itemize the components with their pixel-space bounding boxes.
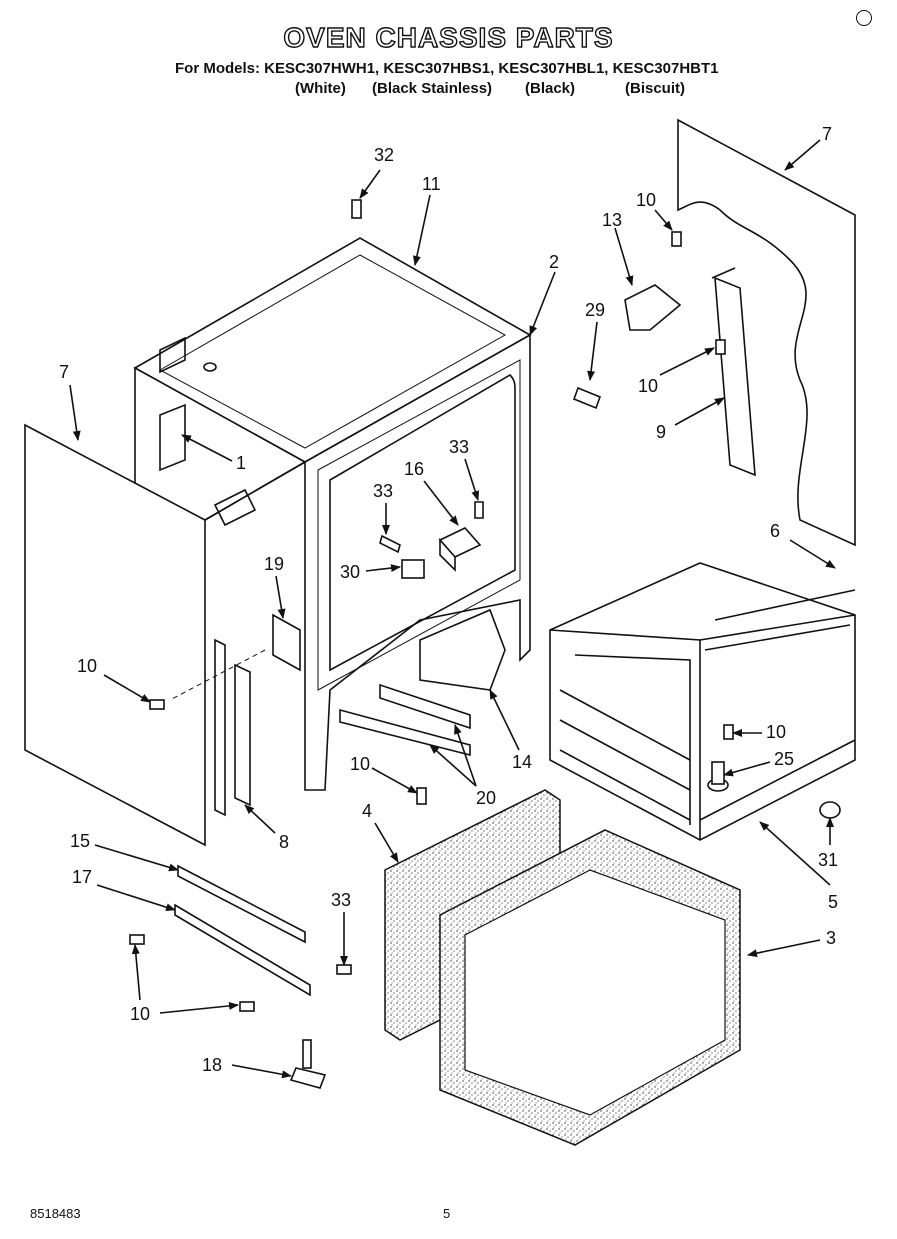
oven-liner-6 xyxy=(549,562,856,841)
screw-10-center xyxy=(416,787,427,805)
callout-7-back: 7 xyxy=(822,124,832,144)
screw-32 xyxy=(351,199,362,219)
callout-16: 16 xyxy=(404,459,424,479)
callout-20: 20 xyxy=(476,788,496,808)
callout-10-c: 10 xyxy=(77,656,97,676)
side-panel-7 xyxy=(24,423,206,847)
rail-15 xyxy=(177,864,306,944)
callout-10-a: 10 xyxy=(636,190,656,210)
bracket-19 xyxy=(272,613,301,672)
corner-circle-mark xyxy=(856,10,872,26)
screw-10-upper xyxy=(671,231,682,247)
callout-25: 25 xyxy=(774,749,794,769)
callout-10-d: 10 xyxy=(766,722,786,742)
variant-white: (White) xyxy=(295,80,346,97)
callout-11: 11 xyxy=(422,174,441,194)
callout-8: 8 xyxy=(279,832,289,852)
screw-33-b xyxy=(474,501,484,519)
models-line: For Models: KESC307HWH1, KESC307HBS1, KE… xyxy=(175,60,719,77)
leveling-leg-18 xyxy=(289,1039,327,1089)
callout-5: 5 xyxy=(828,892,838,912)
callout-31: 31 xyxy=(818,850,838,870)
bracket-13 xyxy=(624,284,682,331)
document-number: 8518483 xyxy=(30,1206,81,1221)
callout-18: 18 xyxy=(202,1055,222,1075)
knob-31 xyxy=(819,801,841,819)
page-number: 5 xyxy=(443,1206,451,1221)
rail-17 xyxy=(174,903,311,997)
variant-black-stainless: (Black Stainless) xyxy=(372,80,493,97)
callout-19: 19 xyxy=(264,554,284,574)
screw-29 xyxy=(572,386,602,410)
callout-7-side: 7 xyxy=(59,362,69,382)
callout-2: 2 xyxy=(549,252,559,272)
screw-10-bottom-b xyxy=(239,1001,255,1012)
callout-17: 17 xyxy=(72,867,92,887)
screw-10-liner xyxy=(723,724,734,740)
callout-9: 9 xyxy=(656,422,666,442)
screw-10-bottom-a xyxy=(129,934,145,945)
callout-32: 32 xyxy=(374,145,394,165)
callout-10-f: 10 xyxy=(130,1004,150,1024)
rail-20 xyxy=(339,683,471,757)
variant-black: (Black) xyxy=(525,80,576,97)
callout-15: 15 xyxy=(70,831,90,851)
callout-10-b: 10 xyxy=(638,376,658,396)
screw-10-left xyxy=(149,699,165,710)
page-title: OVEN CHASSIS PARTS xyxy=(283,21,614,53)
callout-6: 6 xyxy=(770,521,780,541)
thermostat-16 xyxy=(438,527,482,572)
leader-lines xyxy=(69,139,836,1079)
callout-3: 3 xyxy=(826,928,836,948)
callout-29: 29 xyxy=(585,300,605,320)
cover-14 xyxy=(419,608,506,691)
screw-10-mid xyxy=(715,339,726,355)
screw-33-c xyxy=(336,964,352,975)
callout-33-a: 33 xyxy=(449,437,469,457)
variant-biscuit: (Biscuit) xyxy=(625,80,685,97)
switch-30 xyxy=(401,559,425,579)
callout-4: 4 xyxy=(362,801,372,821)
callout-13: 13 xyxy=(602,210,622,230)
screw-33-a xyxy=(379,534,401,554)
callout-30: 30 xyxy=(340,562,360,582)
bracket-8 xyxy=(169,638,266,817)
callout-1: 1 xyxy=(236,453,246,473)
callout-10-e: 10 xyxy=(350,754,370,774)
callout-14: 14 xyxy=(512,752,532,772)
insulation-3 xyxy=(439,829,741,1146)
callout-33-b: 33 xyxy=(373,481,393,501)
bracket-9 xyxy=(711,267,756,477)
callout-33-c: 33 xyxy=(331,890,351,910)
element-25 xyxy=(707,761,729,792)
back-panel-7 xyxy=(677,118,856,547)
